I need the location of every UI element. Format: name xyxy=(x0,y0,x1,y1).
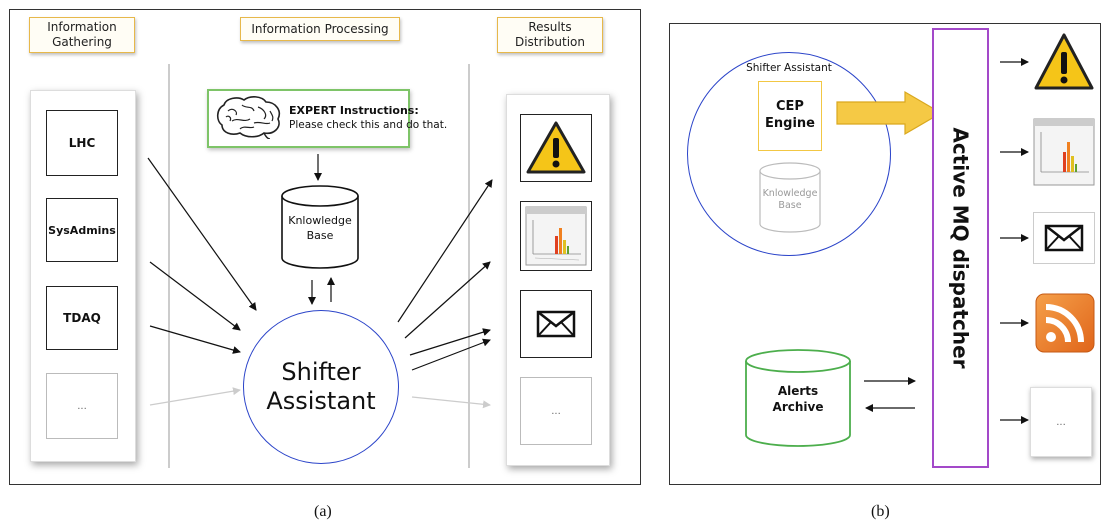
divider-right xyxy=(468,64,470,468)
divider-left xyxy=(168,64,170,468)
expert-title: EXPERT Instructions: xyxy=(289,104,419,117)
source-sysadmins: SysAdmins xyxy=(46,198,118,262)
header-information-processing: Information Processing xyxy=(240,17,400,41)
arrow-to-mail-1 xyxy=(409,328,491,356)
knowledge-base-line1: Knlowledge xyxy=(288,214,352,227)
arrow-to-more xyxy=(411,396,491,409)
output-chart xyxy=(520,201,592,271)
mail-icon-b xyxy=(1044,224,1084,252)
archive-line2: Archive xyxy=(772,400,824,415)
active-mq-dispatcher: Active MQ dispatcher xyxy=(932,28,989,468)
knowledge-base-cylinder xyxy=(281,185,359,269)
cep-line2: Engine xyxy=(765,116,815,131)
knowledge-base-label-b: Knlowledge Base xyxy=(758,188,822,213)
output-mail xyxy=(520,290,592,358)
kb-b-line1: Knlowledge xyxy=(762,188,818,199)
output-more-b: ... xyxy=(1030,387,1092,457)
cep-to-mq-arrow xyxy=(836,90,943,136)
shifter-assistant-title: Shifter Assistant xyxy=(746,62,832,74)
caption-a: (a) xyxy=(314,503,332,520)
alerts-archive-cylinder xyxy=(745,349,851,447)
chart-screenshot-icon-b xyxy=(1033,118,1095,186)
arrow-to-mail-2 xyxy=(411,338,491,371)
arrow-tdaq-to-shifter xyxy=(149,325,241,354)
arrows-a xyxy=(147,154,493,409)
warning-icon xyxy=(526,121,586,174)
archive-line1: Alerts xyxy=(777,384,819,398)
arrow-lhc-to-shifter xyxy=(147,157,257,311)
brain-icon xyxy=(216,96,281,139)
chart-screenshot-icon xyxy=(525,206,587,266)
output-more: ... xyxy=(520,377,592,445)
shifter-line1: Shifter xyxy=(281,358,361,387)
cep-line1: CEP xyxy=(776,99,804,115)
rss-icon xyxy=(1035,293,1095,353)
arrows-b xyxy=(864,58,1029,424)
source-tdaq: TDAQ xyxy=(46,286,118,350)
caption-b: (b) xyxy=(871,503,890,520)
warning-icon-b xyxy=(1034,33,1094,90)
knowledge-base-line2: Base xyxy=(306,228,334,242)
output-warning xyxy=(520,114,592,182)
header-information-gathering: Information Gathering xyxy=(29,17,135,53)
header-results-distribution: Results Distribution xyxy=(497,17,603,53)
mail-output-b xyxy=(1033,212,1095,264)
cep-engine: CEP Engine xyxy=(758,81,822,151)
knowledge-base-label-a: Knlowledge Base xyxy=(280,214,360,244)
alerts-archive-label: Alerts Archive xyxy=(744,383,852,415)
arrow-more-to-shifter xyxy=(149,387,241,406)
shifter-line2: Assistant xyxy=(266,387,376,415)
knowledge-base-cylinder-b xyxy=(759,162,821,233)
source-lhc: LHC xyxy=(46,110,118,176)
expert-text: Please check this and do that. xyxy=(289,119,448,131)
arrow-sysadmins-to-shifter xyxy=(149,261,241,331)
arrow-to-warning xyxy=(397,179,493,323)
mail-icon xyxy=(536,310,576,338)
arrow-to-chart xyxy=(404,261,491,339)
source-more: ... xyxy=(46,373,118,439)
kb-b-line2: Base xyxy=(778,200,802,212)
shifter-assistant-circle: Shifter Assistant xyxy=(243,310,399,464)
